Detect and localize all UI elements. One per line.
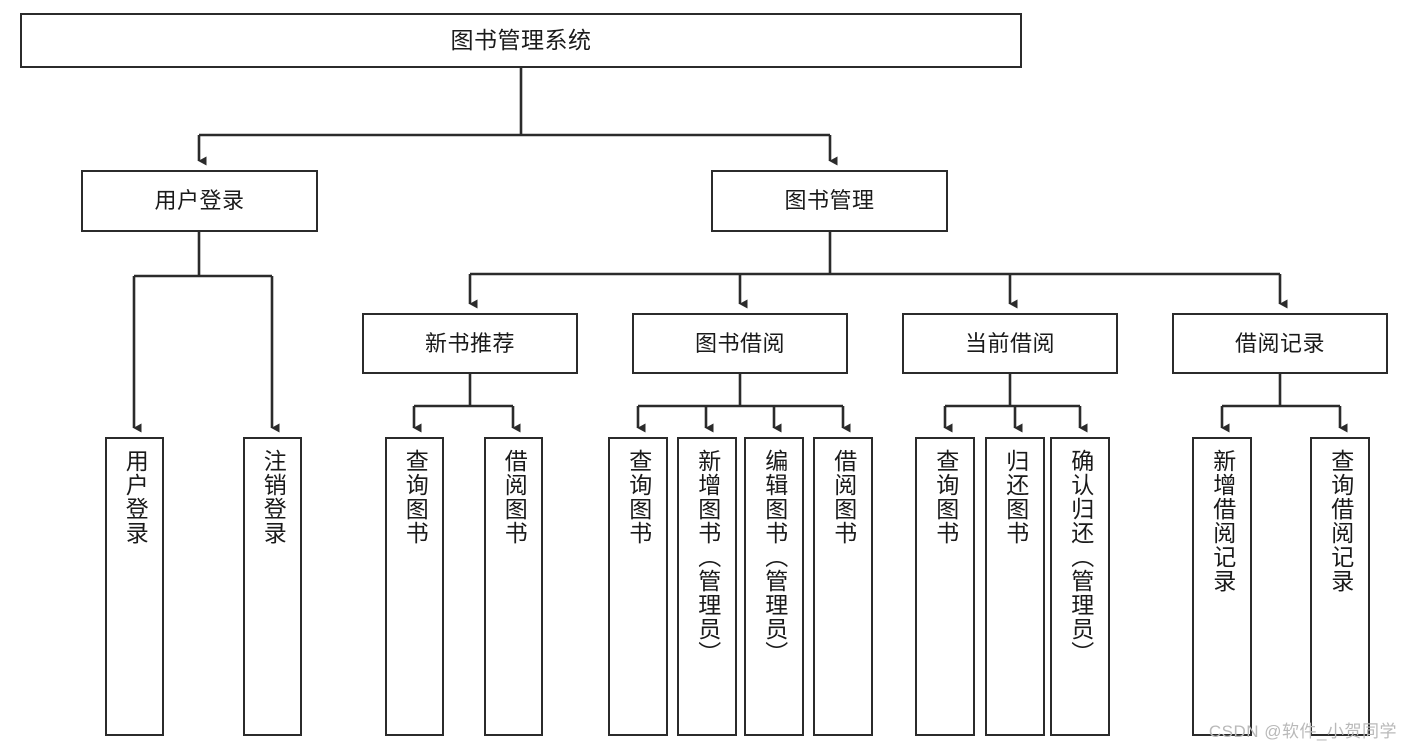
leaf-user-login-logout[interactable]: 注销登录 [243,437,302,736]
leaf-borrow-record-query-label: 查询借阅记录 [1327,449,1354,593]
leaf-current-borrow-query-label: 查询图书 [932,449,959,545]
leaf-borrow-record-query[interactable]: 查询借阅记录 [1310,437,1370,736]
leaf-book-borrow-edit-label: 编辑图书（管理员） [761,449,788,665]
leaf-user-login-login[interactable]: 用户登录 [105,437,164,736]
leaf-current-borrow-query[interactable]: 查询图书 [915,437,975,736]
node-current-borrow-label: 当前借阅 [964,330,1055,356]
leaf-book-borrow-add-label: 新增图书（管理员） [694,449,721,665]
leaf-borrow-record-add[interactable]: 新增借阅记录 [1192,437,1252,736]
leaf-book-borrow-borrow-label: 借阅图书 [830,449,857,545]
node-new-book-recommend-label: 新书推荐 [424,330,515,356]
node-book-borrow-label: 图书借阅 [694,330,785,356]
node-book-borrow[interactable]: 图书借阅 [632,313,848,374]
node-user-login-label: 用户登录 [154,188,245,214]
node-book-management-label: 图书管理 [784,188,875,214]
leaf-new-book-borrow-label: 借阅图书 [501,449,528,545]
leaf-book-borrow-edit[interactable]: 编辑图书（管理员） [744,437,804,736]
leaf-book-borrow-query-label: 查询图书 [625,449,652,545]
leaf-current-borrow-return[interactable]: 归还图书 [985,437,1045,736]
leaf-book-borrow-borrow[interactable]: 借阅图书 [813,437,873,736]
leaf-current-borrow-confirm-return-label: 确认归还（管理员） [1067,449,1094,665]
leaf-user-login-logout-label: 注销登录 [260,449,287,545]
node-current-borrow[interactable]: 当前借阅 [902,313,1118,374]
csdn-watermark: CSDN @软件_小贺同学 [1208,722,1397,741]
leaf-new-book-query[interactable]: 查询图书 [385,437,444,736]
leaf-current-borrow-return-label: 归还图书 [1002,449,1029,545]
node-new-book-recommend[interactable]: 新书推荐 [362,313,578,374]
node-root-system-label: 图书管理系统 [450,26,592,53]
leaf-book-borrow-query[interactable]: 查询图书 [608,437,668,736]
leaf-new-book-query-label: 查询图书 [402,449,429,545]
node-book-management[interactable]: 图书管理 [711,170,948,232]
node-root-system[interactable]: 图书管理系统 [20,13,1022,68]
node-borrow-record-label: 借阅记录 [1234,330,1325,356]
leaf-new-book-borrow[interactable]: 借阅图书 [484,437,543,736]
node-borrow-record[interactable]: 借阅记录 [1172,313,1388,374]
node-user-login[interactable]: 用户登录 [81,170,318,232]
leaf-borrow-record-add-label: 新增借阅记录 [1209,449,1236,593]
leaf-current-borrow-confirm-return[interactable]: 确认归还（管理员） [1050,437,1110,736]
leaf-user-login-login-label: 用户登录 [122,449,149,545]
leaf-book-borrow-add[interactable]: 新增图书（管理员） [677,437,737,736]
